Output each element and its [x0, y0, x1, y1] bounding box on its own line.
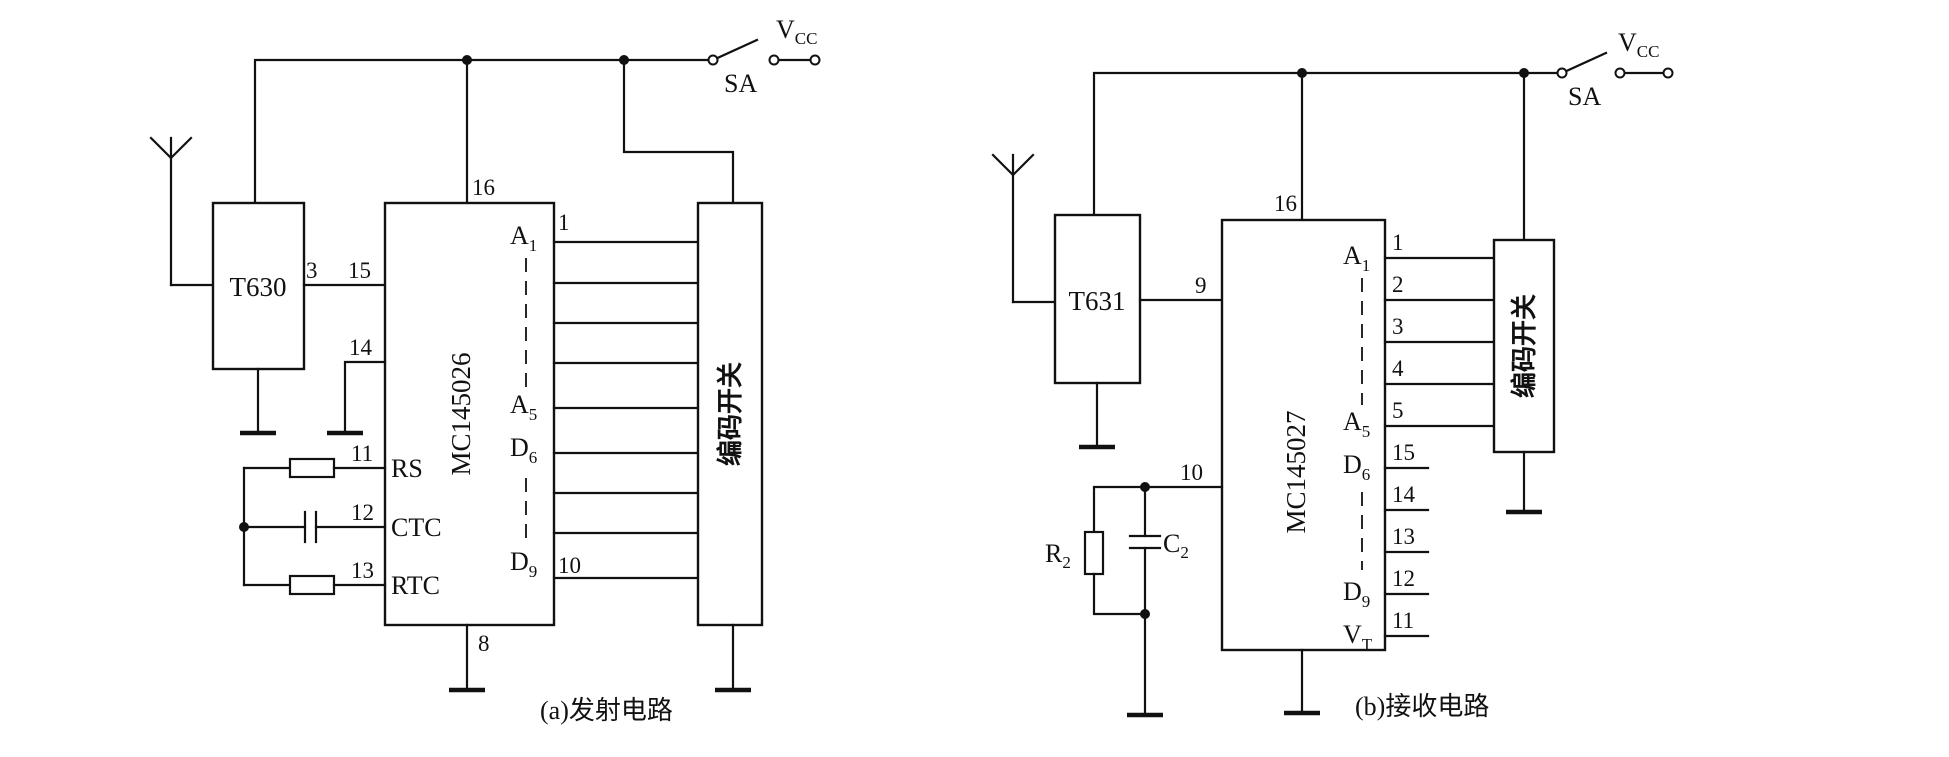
- ic-pin-name: A5: [510, 390, 537, 424]
- supply-rail-b: [1092, 71, 1564, 217]
- pin14-ground-wire: [343, 360, 387, 435]
- pin-label: 4: [1392, 356, 1404, 381]
- pin-label: 9: [1195, 273, 1207, 298]
- rf-module-label: T630: [230, 272, 287, 302]
- pin-label: 14: [349, 335, 373, 360]
- address-bus-b: [1383, 256, 1496, 428]
- pin-label: 10: [558, 553, 581, 578]
- ic-mc145026: [383, 201, 556, 627]
- resistor-rs: [288, 457, 336, 479]
- vcc-terminal: [809, 54, 821, 66]
- encoder-switch-b: [1492, 238, 1556, 454]
- pin-label: 12: [1392, 566, 1415, 591]
- junction-dot: [619, 55, 629, 65]
- ic-pin-name: A1: [1343, 241, 1370, 275]
- data-output-stubs-b: [1383, 466, 1430, 638]
- switch-terminal: [707, 54, 719, 66]
- pin-label: 15: [1392, 440, 1415, 465]
- ic-pin-name: CTC: [391, 513, 442, 542]
- r2-wire: [1092, 572, 1147, 616]
- pin-label: 3: [306, 258, 318, 283]
- pin-label: 1: [1392, 230, 1404, 255]
- pin-label: 11: [351, 441, 373, 466]
- pin-label: 12: [351, 500, 374, 525]
- antenna-icon: [149, 136, 193, 287]
- caption-a: (a)发射电路: [540, 696, 673, 725]
- ic-pin-name: A5: [1343, 407, 1370, 441]
- vcc-label-b: VCC: [1618, 28, 1659, 61]
- pin-label: 2: [1392, 272, 1404, 297]
- pin-label: 11: [1392, 608, 1414, 633]
- vcc-terminal: [1662, 67, 1674, 79]
- switch-label-a: SA: [724, 69, 757, 98]
- ic-pin-name: VT: [1343, 620, 1373, 654]
- receiver-circuit: SA VCC T631 9 MC145027 16 10 R2: [991, 28, 1674, 721]
- switch-sa-blade-b: [1560, 51, 1608, 75]
- encoder-switch-label: 编码开关: [1509, 294, 1540, 398]
- ic-pin-name: D9: [1343, 577, 1370, 611]
- pin-label: 10: [1180, 460, 1203, 485]
- switch-sa-blade-a: [711, 38, 759, 62]
- pin-label: 13: [351, 558, 374, 583]
- junction-dot: [462, 55, 472, 65]
- resistor-r2: [1083, 530, 1105, 576]
- supply-rail-a: [253, 58, 715, 205]
- ic-label-b: MC145027: [1281, 410, 1311, 533]
- ic-pin-name: RS: [391, 454, 423, 483]
- pin-label: 3: [1392, 314, 1404, 339]
- rf-module-label: T631: [1069, 286, 1126, 316]
- pin-label: 16: [1274, 191, 1297, 216]
- pin-label: 15: [348, 258, 371, 283]
- encoder-switch-a: [696, 201, 764, 627]
- vcc-label-a: VCC: [776, 15, 817, 48]
- switch-terminal: [768, 54, 780, 66]
- pin-label: 5: [1392, 398, 1404, 423]
- ic-label-a: MC145026: [446, 352, 476, 475]
- ic-pin-name: D6: [510, 433, 537, 467]
- resistor-label: R2: [1045, 539, 1071, 572]
- junction-dot: [1519, 68, 1529, 78]
- junction-dot: [1297, 68, 1307, 78]
- encoder-switch-label: 编码开关: [715, 362, 746, 466]
- encoder-supply-wire-a: [622, 58, 735, 205]
- ic-pin-name: RTC: [391, 571, 440, 600]
- antenna-icon: [991, 153, 1035, 304]
- resistor-rtc: [288, 574, 336, 596]
- ic-pin-name: D6: [1343, 450, 1370, 484]
- pin-label: 14: [1392, 482, 1416, 507]
- pin-label: 1: [558, 210, 570, 235]
- ic-mc145027: [1220, 218, 1387, 652]
- rf-module-t630: [211, 201, 306, 371]
- pin-label: 13: [1392, 524, 1415, 549]
- ic-pin-name: D9: [510, 547, 537, 581]
- switch-terminal: [1556, 67, 1568, 79]
- pin-label: 8: [478, 631, 490, 656]
- address-data-bus-a: [552, 240, 700, 580]
- r2-wire: [1092, 485, 1147, 534]
- ic-pin-name: A1: [510, 221, 537, 255]
- caption-b: (b)接收电路: [1355, 692, 1489, 721]
- capacitor-label: C2: [1163, 529, 1189, 562]
- junction-dot: [1140, 609, 1150, 619]
- switch-label-b: SA: [1568, 82, 1601, 111]
- transmitter-circuit: SA VCC T630 3 15 MC145026 16 14: [149, 15, 821, 725]
- pin-label: 16: [472, 175, 495, 200]
- switch-terminal: [1614, 67, 1626, 79]
